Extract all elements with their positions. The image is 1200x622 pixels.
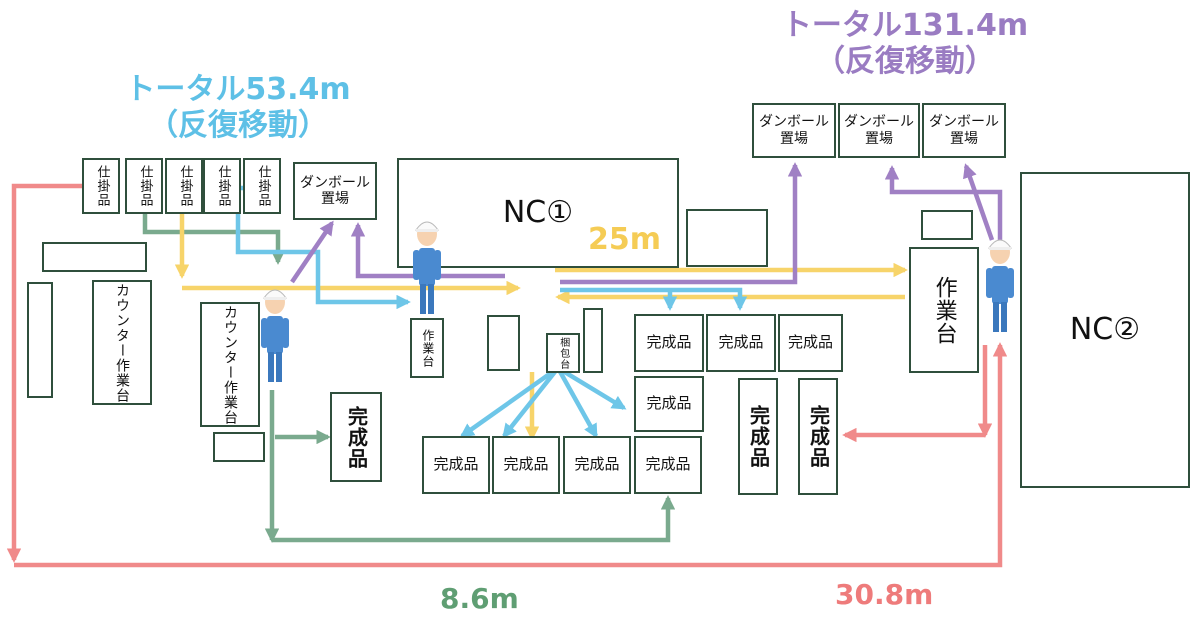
- worker-icon: [261, 289, 289, 382]
- finished-goods-2: 完成品: [706, 314, 776, 372]
- plain-block-d: [487, 315, 520, 371]
- red-path: [6, 178, 1008, 568]
- finished-goods-3: 完成品: [778, 314, 843, 372]
- plain-block-c: [686, 209, 768, 267]
- cardboard-storage-right-2: ダンボール置場: [838, 103, 920, 158]
- wip-box-4: 仕掛品: [203, 158, 241, 214]
- plain-block-g: [921, 210, 973, 240]
- finished-goods-5: 完成品: [422, 436, 490, 494]
- blue-total-text: トータル53.4m: [125, 72, 351, 107]
- worker-icon: [413, 221, 441, 314]
- yellow-path: [174, 210, 908, 441]
- nc-machine-1: NC①: [397, 158, 679, 268]
- finished-goods-8: 完成品: [634, 436, 702, 494]
- plain-block-b: [27, 282, 53, 398]
- finished-goods-tall-2: 完成品: [738, 378, 778, 495]
- wip-box-2: 仕掛品: [125, 158, 163, 214]
- nc-machine-2: NC②: [1020, 172, 1190, 488]
- plain-block-f: [213, 432, 265, 462]
- finished-goods-1: 完成品: [634, 314, 704, 372]
- plain-block-e: [583, 308, 603, 373]
- packing-table: 梱包台: [546, 333, 580, 373]
- purple-total-label: トータル131.4m （反復移動）: [780, 8, 1030, 80]
- counter-workbench-left: カウンター作業台: [92, 280, 152, 405]
- purple-sub-text: （反復移動）: [815, 44, 995, 79]
- workbench-small: 作業台: [410, 318, 444, 378]
- wip-box-5: 仕掛品: [243, 158, 281, 214]
- green-distance-label: 8.6m: [440, 582, 519, 615]
- finished-goods-6: 完成品: [492, 436, 560, 494]
- green-path: [142, 212, 676, 543]
- cardboard-storage-left: ダンボール置場: [293, 162, 377, 220]
- finished-goods-7: 完成品: [563, 436, 631, 494]
- workbench-large: 作業台: [909, 247, 979, 373]
- counter-workbench-center: カウンター作業台: [200, 302, 260, 427]
- wip-box-3: 仕掛品: [165, 158, 203, 214]
- finished-goods-tall-3: 完成品: [798, 378, 838, 495]
- wip-box-1: 仕掛品: [82, 158, 120, 214]
- blue-total-label: トータル53.4m （反復移動）: [118, 72, 358, 144]
- worker-icon: [986, 239, 1014, 332]
- finished-goods-4: 完成品: [634, 376, 704, 432]
- finished-goods-tall-1: 完成品: [330, 392, 382, 482]
- cardboard-storage-right-3: ダンボール置場: [922, 103, 1006, 158]
- yellow-distance-label: 25m: [588, 222, 662, 257]
- purple-path: [290, 162, 1003, 285]
- cardboard-storage-right-1: ダンボール置場: [752, 103, 836, 158]
- purple-total-text: トータル131.4m: [781, 8, 1029, 43]
- red-distance-label: 30.8m: [835, 578, 934, 611]
- plain-block-a: [42, 242, 147, 272]
- blue-sub-text: （反復移動）: [148, 108, 328, 143]
